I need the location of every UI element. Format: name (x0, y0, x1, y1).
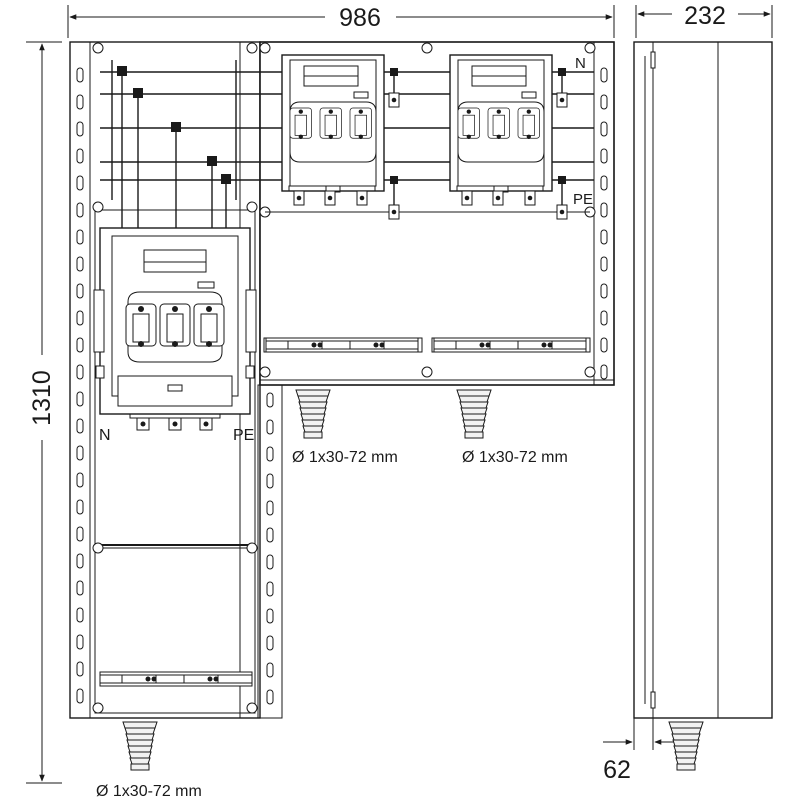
right-n-label: N (575, 55, 586, 72)
fuse-switch-1 (281, 54, 385, 206)
left-inner-slot-strip (266, 392, 274, 705)
cable-gland-side-view (668, 721, 704, 771)
cable-gland-upper-2 (456, 389, 492, 439)
cable-entry-label-3: Ø 1x30-72 mm (96, 783, 202, 800)
cable-gland-upper-1 (295, 389, 331, 439)
dimension-offset: 62 (603, 716, 680, 784)
cable-entry-label-1: Ø 1x30-72 mm (292, 449, 398, 466)
left-terminal-rail (99, 671, 253, 687)
left-pe-label: PE (233, 427, 254, 444)
cable-gland-bottom-left (122, 721, 158, 771)
dimension-width: 986 (67, 4, 615, 38)
dimension-offset-label: 62 (603, 756, 631, 784)
left-n-label: N (99, 427, 111, 444)
cable-entry-label-2: Ø 1x30-72 mm (462, 449, 568, 466)
dimension-width-label: 986 (339, 4, 381, 32)
main-fuse-switch: N PE (93, 227, 257, 444)
fuse-switch-2 (449, 54, 553, 206)
side-view-enclosure (633, 41, 773, 719)
right-pe-label: PE (573, 191, 593, 208)
dimension-depth-label: 232 (684, 2, 726, 30)
dimension-height: 1310 (26, 41, 62, 784)
dimension-height-label: 1310 (28, 370, 56, 426)
dimension-depth: 232 (635, 2, 773, 38)
neutral-pe-terminals: N PE (388, 55, 593, 220)
